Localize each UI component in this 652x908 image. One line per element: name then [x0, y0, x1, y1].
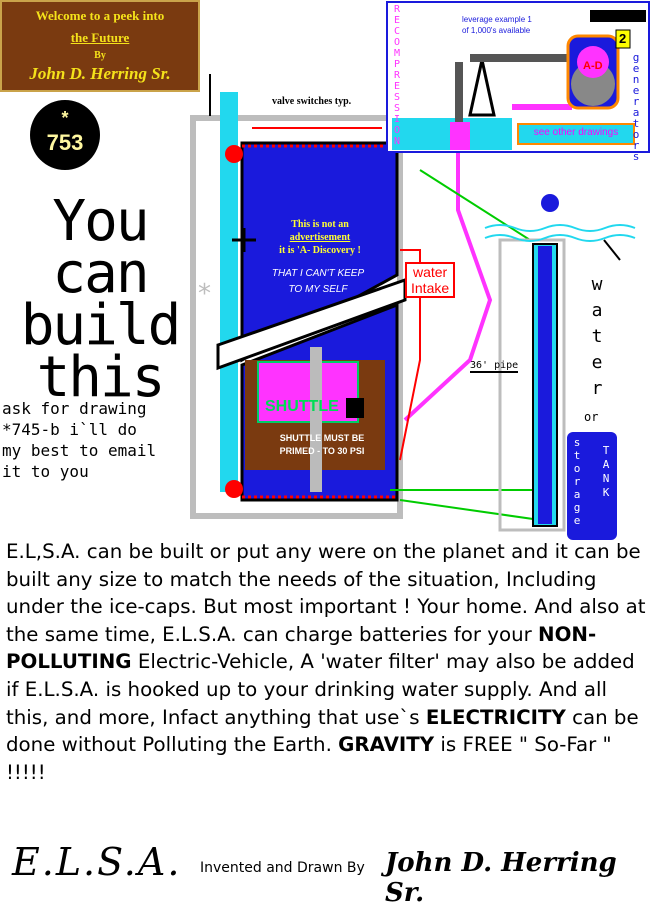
shuttle-rod	[310, 347, 322, 492]
inset-black-bar	[590, 10, 646, 22]
body-p4: is FREE " So-Far " !!!!!	[6, 733, 612, 784]
ask-line-3: my best to email	[2, 441, 157, 460]
shuttle-label: SHUTTLE	[265, 398, 339, 415]
notice-line-1: This is not an	[291, 219, 349, 230]
gray-asterisk: *	[198, 279, 211, 309]
water-intake-1: water	[412, 264, 448, 280]
ask-line-4: it to you	[2, 462, 89, 481]
water-vertical: water	[591, 274, 603, 399]
diagonal-divider	[216, 277, 407, 371]
ask-line-2: *745-b i`ll do	[2, 420, 137, 439]
pipe-label: 36' pipe	[470, 360, 519, 373]
body-p1: E.L,S.A. can be built or put any were on…	[6, 540, 646, 646]
title-line-2: the Future	[70, 30, 130, 45]
badge-star: *	[61, 108, 69, 128]
water-intake-label: water Intake	[405, 262, 456, 298]
valve-bottom	[225, 480, 243, 498]
water-intake-2: Intake	[411, 280, 450, 296]
arrow-2	[603, 239, 621, 261]
body-p3-bold: ELECTRICITY	[425, 705, 566, 729]
discovery-notice: This is not an advertisement it is 'A- D…	[275, 218, 365, 257]
num-box	[615, 29, 631, 49]
headline-line-4: this	[36, 345, 166, 410]
ask-line-1: ask for drawing	[2, 399, 147, 418]
green-line-3	[399, 499, 541, 521]
valve-label: valve switches typ.	[272, 96, 352, 107]
cyan-column	[220, 92, 238, 492]
badge-number: 753	[46, 130, 84, 155]
upper-chamber	[240, 141, 399, 363]
signature-invented: Invented and Drawn By	[200, 860, 365, 876]
ask-text: ask for drawing *745-b i`ll do my best t…	[2, 398, 214, 482]
body-p3: can be done without Polluting the Earth.	[6, 705, 639, 757]
generators-label: generators	[632, 51, 640, 163]
pumpjack-beam	[470, 54, 588, 62]
shuttle-primed: SHUTTLE MUST BE PRIMED - TO 30 PSI	[252, 432, 392, 458]
num-two: 2	[619, 31, 627, 46]
body-p2: Electric-Vehicle, A 'water filter' may a…	[6, 650, 635, 729]
see-other-box	[517, 123, 635, 145]
storage-tank	[567, 432, 617, 540]
shuttle-body	[257, 361, 359, 423]
title-line-3: By	[94, 50, 106, 61]
title-line-1: Welcome to a peek into	[35, 8, 165, 23]
body-p2-bold: NON-POLLUTING	[6, 622, 597, 674]
body-paragraph: E.L,S.A. can be built or put any were on…	[6, 538, 650, 786]
signature-elsa: E.L.S.A.	[12, 840, 182, 884]
headline: You can build this	[0, 189, 200, 410]
signature-name: John D. Herring Sr.	[385, 848, 617, 908]
water-drop	[541, 194, 559, 212]
wave-1	[484, 224, 636, 232]
number-badge: * 753	[30, 100, 100, 170]
generator-head	[577, 46, 609, 78]
pumpjack-base	[450, 122, 470, 150]
wave-2	[484, 234, 636, 242]
headline-line-1: You	[52, 189, 149, 254]
leverage-label: leverage example 1 of 1,000's available	[462, 14, 532, 36]
shuttle-primed-2: PRIMED - TO 30 PSI	[279, 446, 365, 456]
valve-top	[225, 145, 243, 163]
intake-red-line	[399, 249, 421, 461]
keep-notice: THAT I CAN'T KEEP TO MY SELF	[258, 266, 378, 298]
pumpjack-tower	[468, 59, 496, 117]
leverage-1: leverage example 1	[462, 15, 532, 24]
elsa-diagram: *	[190, 1, 650, 540]
title-box: Welcome to a peek into the Future By Joh…	[0, 0, 200, 92]
notice-line-5: TO MY SELF	[288, 284, 348, 295]
shuttle-valve	[346, 398, 364, 418]
tank-label: TANK	[602, 444, 610, 499]
notice-line-2: advertisement	[289, 232, 351, 243]
or-label: or	[584, 410, 599, 424]
title-author: John D. Herring Sr.	[29, 64, 171, 83]
pipe-inner	[538, 246, 552, 524]
headline-line-2: can	[52, 241, 149, 306]
headline-line-3: build	[20, 293, 182, 358]
storage-label: storage	[573, 436, 581, 527]
pumpjack-rod	[455, 62, 463, 132]
recompression-label: RECOMPRESSION	[393, 4, 401, 147]
outer-frame	[190, 115, 403, 519]
green-line-1	[419, 169, 531, 241]
notice-line-4: THAT I CAN'T KEEP	[271, 268, 365, 279]
body-p4-bold: GRAVITY	[338, 733, 435, 757]
leverage-2: of 1,000's available	[462, 26, 531, 35]
magenta-pipe	[403, 150, 493, 422]
see-other-drawings: see other drawings	[533, 127, 619, 138]
notice-line-3: it is 'A- Discovery !	[279, 245, 361, 256]
pumpjack-link	[512, 104, 572, 110]
shuttle-primed-1: SHUTTLE MUST BE	[279, 433, 365, 443]
ad-label: A-D	[583, 60, 603, 72]
